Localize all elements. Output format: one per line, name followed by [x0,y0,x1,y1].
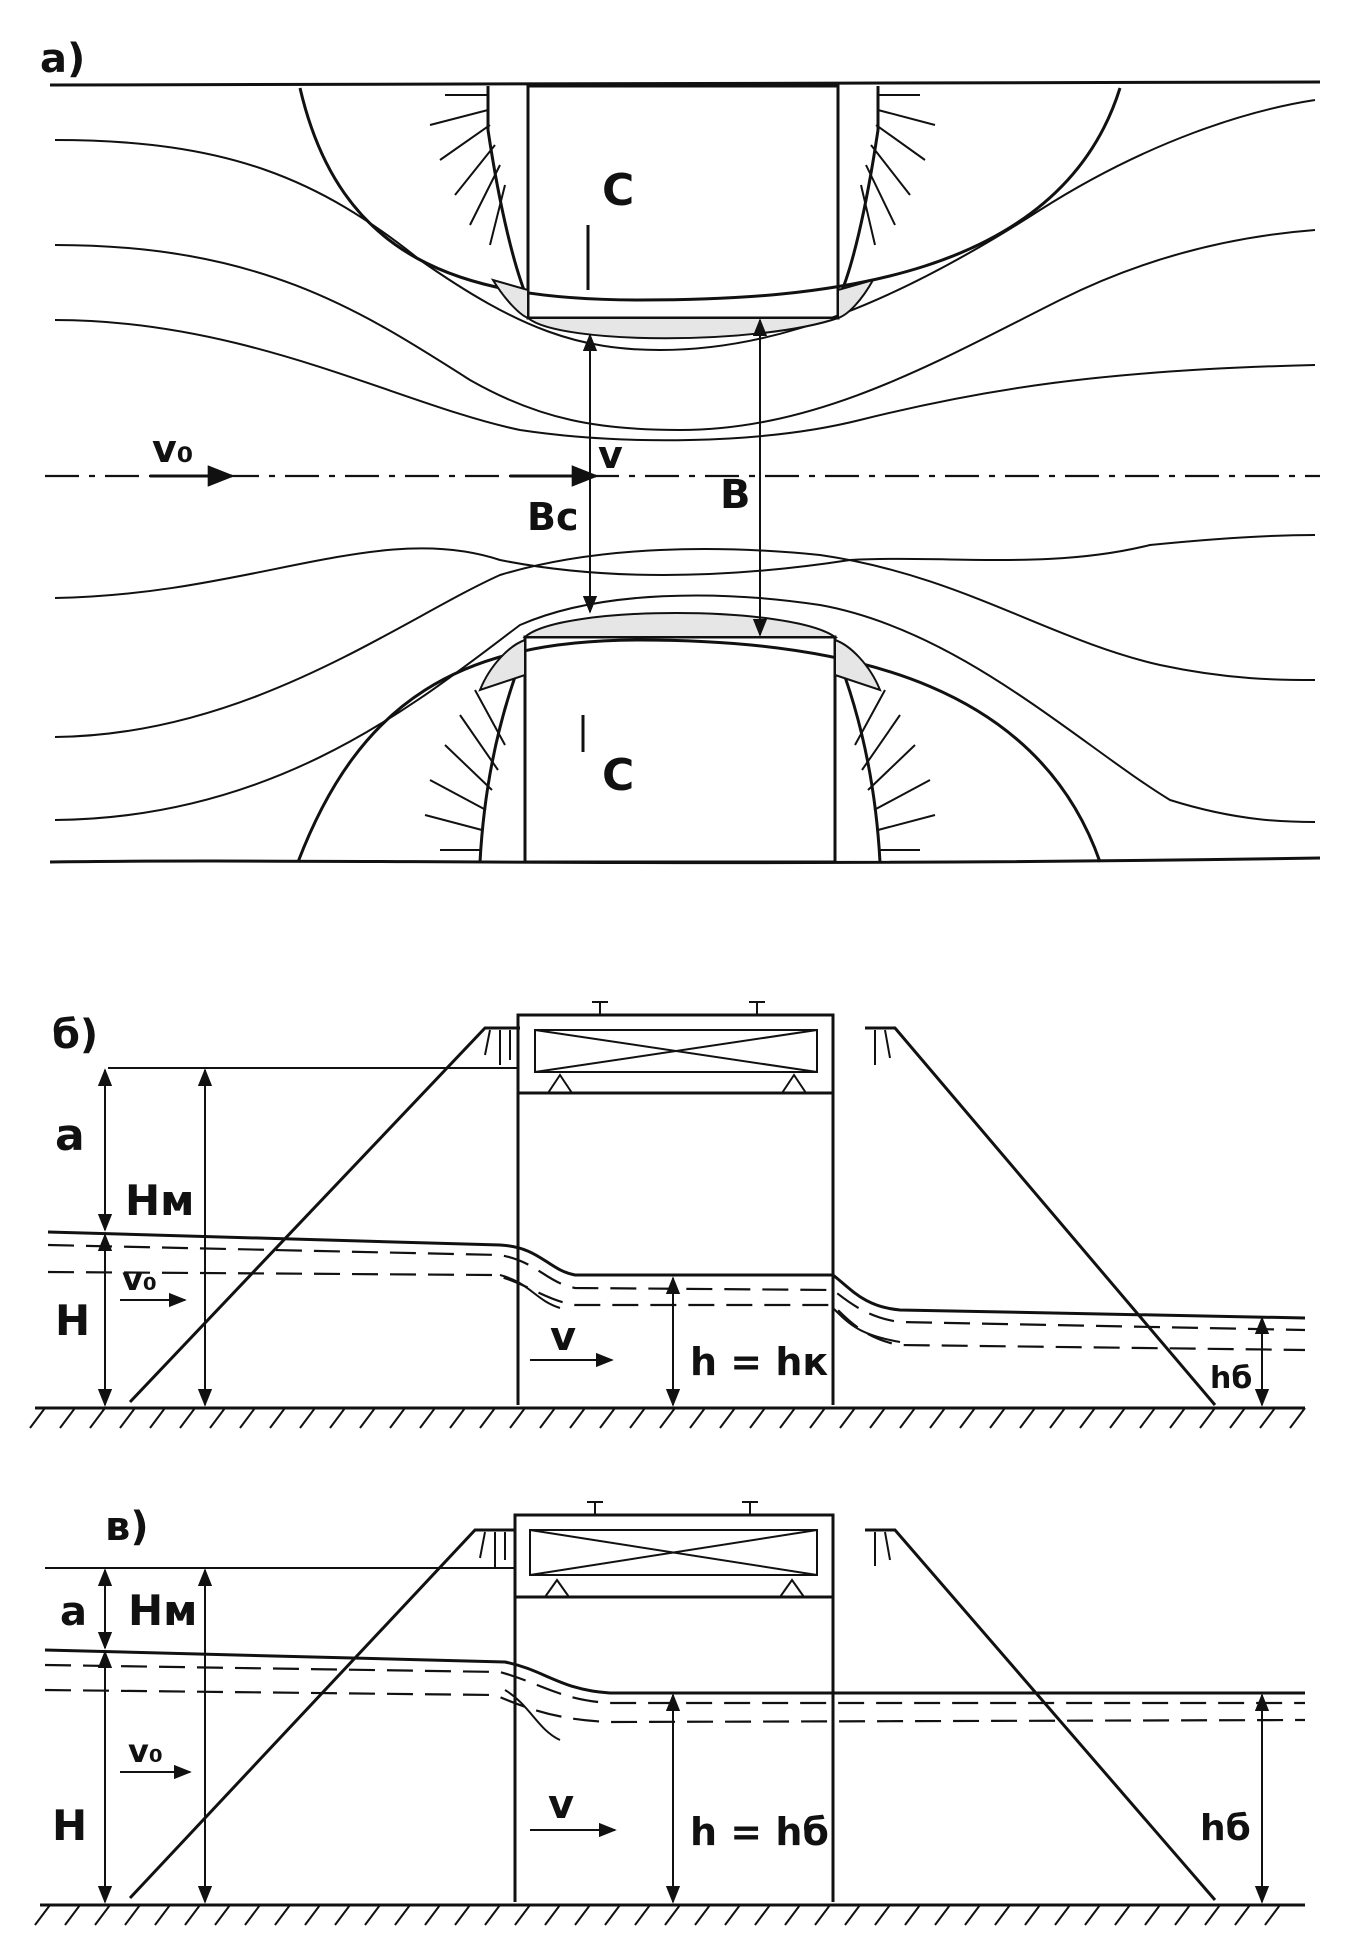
hb-label-c: hб [1200,1808,1251,1849]
streamline-4 [54,534,1316,599]
v0-label-b: v₀ [122,1260,157,1298]
bearing-left-c [544,1578,570,1598]
bottom-embankment-slope [296,638,1102,863]
v-label-b: v [550,1314,576,1360]
railing-c [587,1501,758,1515]
top-embankment-slope [298,87,1122,302]
panel-c-tag: в) [105,1504,149,1550]
thin-line-b [499,1274,901,1343]
top-pier-label: C [602,165,634,216]
cone-hatching-c [479,1531,891,1568]
hm-label-b: Hм [125,1176,194,1225]
truss-frame-b [534,1029,818,1073]
bridge-span-b [516,1013,835,1095]
v-label-c: v [548,1782,574,1828]
hm-label-c: Hм [128,1586,197,1635]
water-surface-c [44,1648,1305,1695]
dash-line-1-b [47,1243,1306,1332]
dash-line-2-c [44,1688,1306,1724]
top-pier-scour-left [490,278,529,320]
cone-hatching-b [484,1029,891,1065]
bottom-pier-scour-right [834,638,882,692]
top-bank-line [49,80,1321,87]
embankment-right-slope-b [865,1026,1217,1406]
top-pier-scour-zone [525,317,839,340]
streamline-2 [54,229,1316,432]
streamline-6 [54,594,1316,823]
hb-label-b: hб [1210,1361,1252,1396]
streamline-3 [54,319,1316,442]
bc-label: Bc [527,495,579,539]
v0-label-plan: v₀ [152,427,193,471]
bottom-cone-hatching [424,689,936,851]
thin-line-c [504,1689,561,1741]
top-pier [526,84,840,320]
h-label-c: H [52,1801,87,1850]
embankment-right-slope-c [865,1528,1217,1901]
ground-hatching-b [29,1407,1306,1429]
bearing-right-c [779,1578,805,1598]
panel-b-tag: б) [52,1012,98,1058]
streamline-1 [54,99,1316,352]
dash-line-1-c [44,1663,1305,1705]
truss-cross-c [529,1529,818,1576]
embankment-left-slope-c [128,1528,515,1900]
v-label-plan: v [598,433,623,477]
bottom-pier [523,635,837,864]
dash-line-2-b [47,1270,1306,1352]
bearing-left-b [547,1073,573,1094]
embankment-left-slope-b [128,1026,520,1404]
panel-a-tag: a) [40,36,85,82]
v0-label-c: v₀ [128,1732,163,1770]
top-pier-left-cone [486,86,530,301]
truss-cross-b [534,1029,818,1073]
panel-b-section: б) a Hм H v₀ [29,1001,1306,1429]
top-pier-right-cone [836,86,880,301]
h-eq-label-b: h = hк [690,1340,828,1384]
a-label-c: a [60,1589,87,1635]
b-label: B [720,472,751,518]
bottom-pier-label: C [602,750,634,801]
railing-b [592,1001,765,1015]
panel-c-section: в) a Hм H v₀ [34,1501,1306,1926]
streamline-5 [54,548,1316,738]
bearing-right-b [781,1073,807,1094]
bottom-pier-scour-zone [522,612,839,638]
bridge-span-c [513,1513,835,1599]
top-cone-hatching [429,94,936,246]
panel-a-plan-view: a) C [40,36,1321,865]
ground-hatching-c [34,1904,1281,1926]
h-label-b: H [55,1296,90,1345]
bottom-pier-scour-left [478,638,526,692]
h-eq-label-c: h = hб [690,1810,829,1854]
a-label-b: a [55,1110,85,1161]
top-pier-scour-right [837,278,876,320]
water-surface-b [47,1230,1306,1320]
truss-frame-c [529,1529,818,1576]
